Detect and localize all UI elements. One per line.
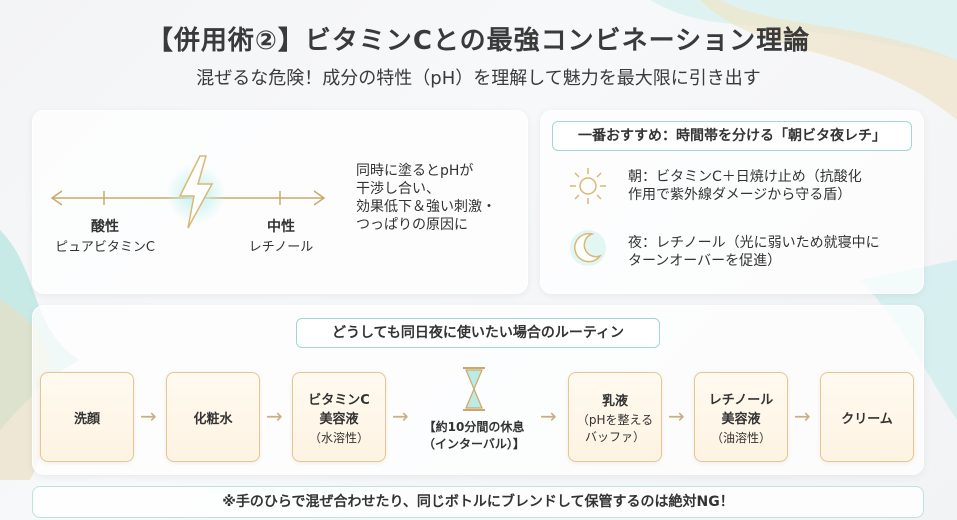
step-cleanse: 洗顔: [40, 372, 134, 462]
step-cream: クリーム: [820, 372, 914, 462]
arrow-icon: →: [794, 404, 811, 428]
step-sub: （水溶性）: [308, 430, 369, 445]
rest-line: 【約10分間の休息: [423, 420, 525, 434]
recommend-heading: 一番おすすめ：時間帯を分ける「朝ビタ夜レチ」: [552, 121, 912, 151]
step-retinol-serum: レチノール 美容液 （油溶性）: [694, 372, 788, 462]
ph-warning-note: 同時に塗るとpHが 干渉し合い、 効果低下＆強い刺激・ つっぱりの原因に: [356, 162, 516, 234]
step-title: クリーム: [841, 411, 893, 427]
rest-line: （インターバル）】: [423, 437, 525, 451]
acid-label: 酸性 ピュアビタミンC: [50, 216, 160, 255]
step-title: 乳液: [601, 393, 628, 409]
arrow-icon: →: [668, 404, 685, 428]
neutral-item: レチノール: [248, 240, 314, 255]
step-emulsion: 乳液 （pHを整える バッファ）: [568, 372, 662, 462]
neutral-label: 中性 レチノール: [236, 216, 326, 255]
night-line: 夜：レチノール（光に弱いため就寝中に: [628, 235, 880, 251]
page-title: 【併用術②】ビタミンCとの最強コンビネーション理論: [146, 26, 811, 56]
rest-interval-label: 【約10分間の休息 （インターバル）】: [414, 418, 534, 452]
arrow-icon: →: [266, 404, 283, 428]
page-subtitle: 混ぜるな危険！成分の特性（pH）を理解して魅力を最大限に引き出す: [196, 68, 761, 89]
neutral-title: 中性: [267, 219, 295, 235]
step-title: 洗顔: [73, 411, 100, 427]
arrow-icon: →: [540, 404, 557, 428]
morning-routine-text: 朝：ビタミンC＋日焼け止め（抗酸化 作用で紫外線ダメージから守る盾）: [628, 168, 908, 204]
night-line: ターンオーバーを促進）: [628, 253, 782, 269]
step-sub: （油溶性）: [710, 430, 771, 445]
note-line: 干渉し合い、: [356, 181, 440, 197]
step-toner: 化粧水: [166, 372, 260, 462]
note-line: 同時に塗るとpHが: [356, 163, 474, 179]
arrow-icon: →: [392, 404, 409, 428]
step-title: ビタミンC 美容液: [308, 392, 370, 427]
step-title: レチノール 美容液: [708, 392, 774, 427]
night-routine-text: 夜：レチノール（光に弱いため就寝中に ターンオーバーを促進）: [628, 234, 918, 270]
step-title: 化粧水: [193, 411, 233, 427]
note-line: 効果低下＆強い刺激・: [356, 199, 496, 215]
acid-title: 酸性: [91, 219, 119, 235]
morning-line: 朝：ビタミンC＋日焼け止め（抗酸化: [628, 169, 862, 185]
morning-line: 作用で紫外線ダメージから守る盾）: [628, 187, 852, 203]
warning-banner: ※手のひらで混ぜ合わせたり、同じボトルにブレンドして保管するのは絶対NG！: [32, 486, 924, 518]
acid-item: ピュアビタミンC: [55, 240, 155, 255]
note-line: つっぱりの原因に: [356, 217, 468, 233]
step-vitamin-c-serum: ビタミンC 美容液 （水溶性）: [292, 372, 386, 462]
routine-heading: どうしても同日夜に使いたい場合のルーティン: [296, 318, 660, 348]
step-sub: （pHを整える バッファ）: [576, 412, 654, 444]
arrow-icon: →: [140, 404, 157, 428]
